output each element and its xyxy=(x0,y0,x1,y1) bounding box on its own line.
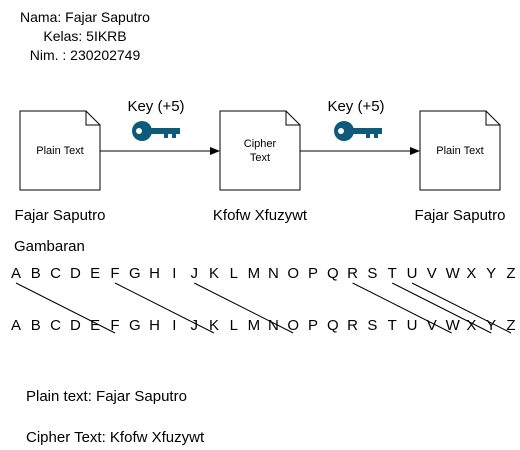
plain-text-document-2-fold xyxy=(485,111,500,126)
source-letter-o: O xyxy=(287,265,300,282)
student-name: Nama: Fajar Saputro xyxy=(20,9,150,25)
source-letter-x: X xyxy=(466,265,477,282)
mapping-title: Gambaran xyxy=(14,238,85,255)
source-letter-g: G xyxy=(128,265,141,282)
target-letter-f: F xyxy=(110,317,120,334)
source-letter-n: N xyxy=(267,265,279,282)
source-letter-z: Z xyxy=(506,265,516,282)
target-letter-x: X xyxy=(466,317,477,334)
target-letter-v: V xyxy=(426,317,437,334)
cipher-text-label-line1: Cipher xyxy=(243,138,277,150)
mapping-line-r-to-w xyxy=(352,282,452,334)
key-icon xyxy=(334,121,382,141)
source-letter-r: R xyxy=(347,265,359,282)
target-letter-h: H xyxy=(149,317,161,334)
source-letter-c: C xyxy=(50,265,62,282)
source-letter-a: A xyxy=(10,265,21,282)
key-icon xyxy=(132,121,180,141)
source-letter-d: D xyxy=(69,265,81,282)
target-letter-p: P xyxy=(307,317,318,334)
source-letter-w: W xyxy=(445,265,460,282)
target-letter-y: Y xyxy=(486,317,497,334)
cipher-text-document xyxy=(219,110,301,191)
target-letter-j: J xyxy=(190,317,198,334)
mapping-line-u-to-z xyxy=(411,282,512,334)
source-letter-u: U xyxy=(406,265,418,282)
plain-text-document-1 xyxy=(19,110,101,191)
target-letter-m: M xyxy=(247,317,261,334)
source-letter-f: F xyxy=(110,265,120,282)
target-letter-o: O xyxy=(287,317,300,334)
target-letter-w: W xyxy=(445,317,460,334)
target-letter-a: A xyxy=(10,317,21,334)
key-label-2: Key (+5) xyxy=(327,98,385,115)
target-letter-e: E xyxy=(90,317,101,334)
target-letter-g: G xyxy=(128,317,141,334)
mapping-line-f-to-k xyxy=(114,282,215,334)
target-letter-s: S xyxy=(367,317,378,334)
source-letter-m: M xyxy=(247,265,261,282)
student-nim: Nim. : 230202749 xyxy=(29,47,141,63)
target-letter-c: C xyxy=(50,317,62,334)
source-letter-y: Y xyxy=(486,265,497,282)
mapping-line-t-to-y xyxy=(391,282,492,334)
source-letter-t: T xyxy=(387,265,397,282)
target-letter-l: L xyxy=(229,317,238,334)
key-label-1: Key (+5) xyxy=(127,98,185,115)
plaintext-caption-1: Fajar Saputro xyxy=(14,207,106,224)
source-letter-s: S xyxy=(367,265,378,282)
mapping-line-j-to-o xyxy=(193,282,294,334)
summary-plain-text: Plain text: Fajar Saputro xyxy=(26,388,187,405)
source-letter-b: B xyxy=(30,265,41,282)
target-letter-q: Q xyxy=(326,317,339,334)
plain-text-label-1: Plain Text xyxy=(36,145,84,157)
plain-text-document-1-fold xyxy=(85,111,100,126)
plain-text-label-2: Plain Text xyxy=(436,145,484,157)
source-letter-h: H xyxy=(149,265,161,282)
source-letter-q: Q xyxy=(326,265,339,282)
plaintext-caption-2: Fajar Saputro xyxy=(414,207,506,224)
target-letter-d: D xyxy=(69,317,81,334)
source-letter-j: J xyxy=(190,265,198,282)
source-letter-l: L xyxy=(229,265,238,282)
source-letter-k: K xyxy=(208,265,219,282)
target-letter-r: R xyxy=(347,317,359,334)
plain-text-document-2 xyxy=(419,110,501,191)
cipher-text-document-fold xyxy=(285,111,300,126)
target-letter-b: B xyxy=(30,317,41,334)
mapping-line-a-to-f xyxy=(15,282,116,334)
ciphertext-caption: Kfofw Xfuzywt xyxy=(212,207,308,224)
target-letter-n: N xyxy=(267,317,279,334)
source-letter-p: P xyxy=(307,265,318,282)
target-letter-u: U xyxy=(406,317,418,334)
target-letter-i: I xyxy=(172,317,177,334)
source-letter-v: V xyxy=(426,265,437,282)
target-letter-t: T xyxy=(387,317,397,334)
summary-cipher-text: Cipher Text: Kfofw Xfuzywt xyxy=(26,429,205,446)
student-class: Kelas: 5IKRB xyxy=(43,28,127,44)
cipher-text-label-line2: Text xyxy=(249,152,271,164)
source-letter-i: I xyxy=(172,265,177,282)
shift-mapping-lines xyxy=(15,282,512,334)
source-letter-e: E xyxy=(90,265,101,282)
target-letter-z: Z xyxy=(506,317,516,334)
target-letter-k: K xyxy=(208,317,219,334)
